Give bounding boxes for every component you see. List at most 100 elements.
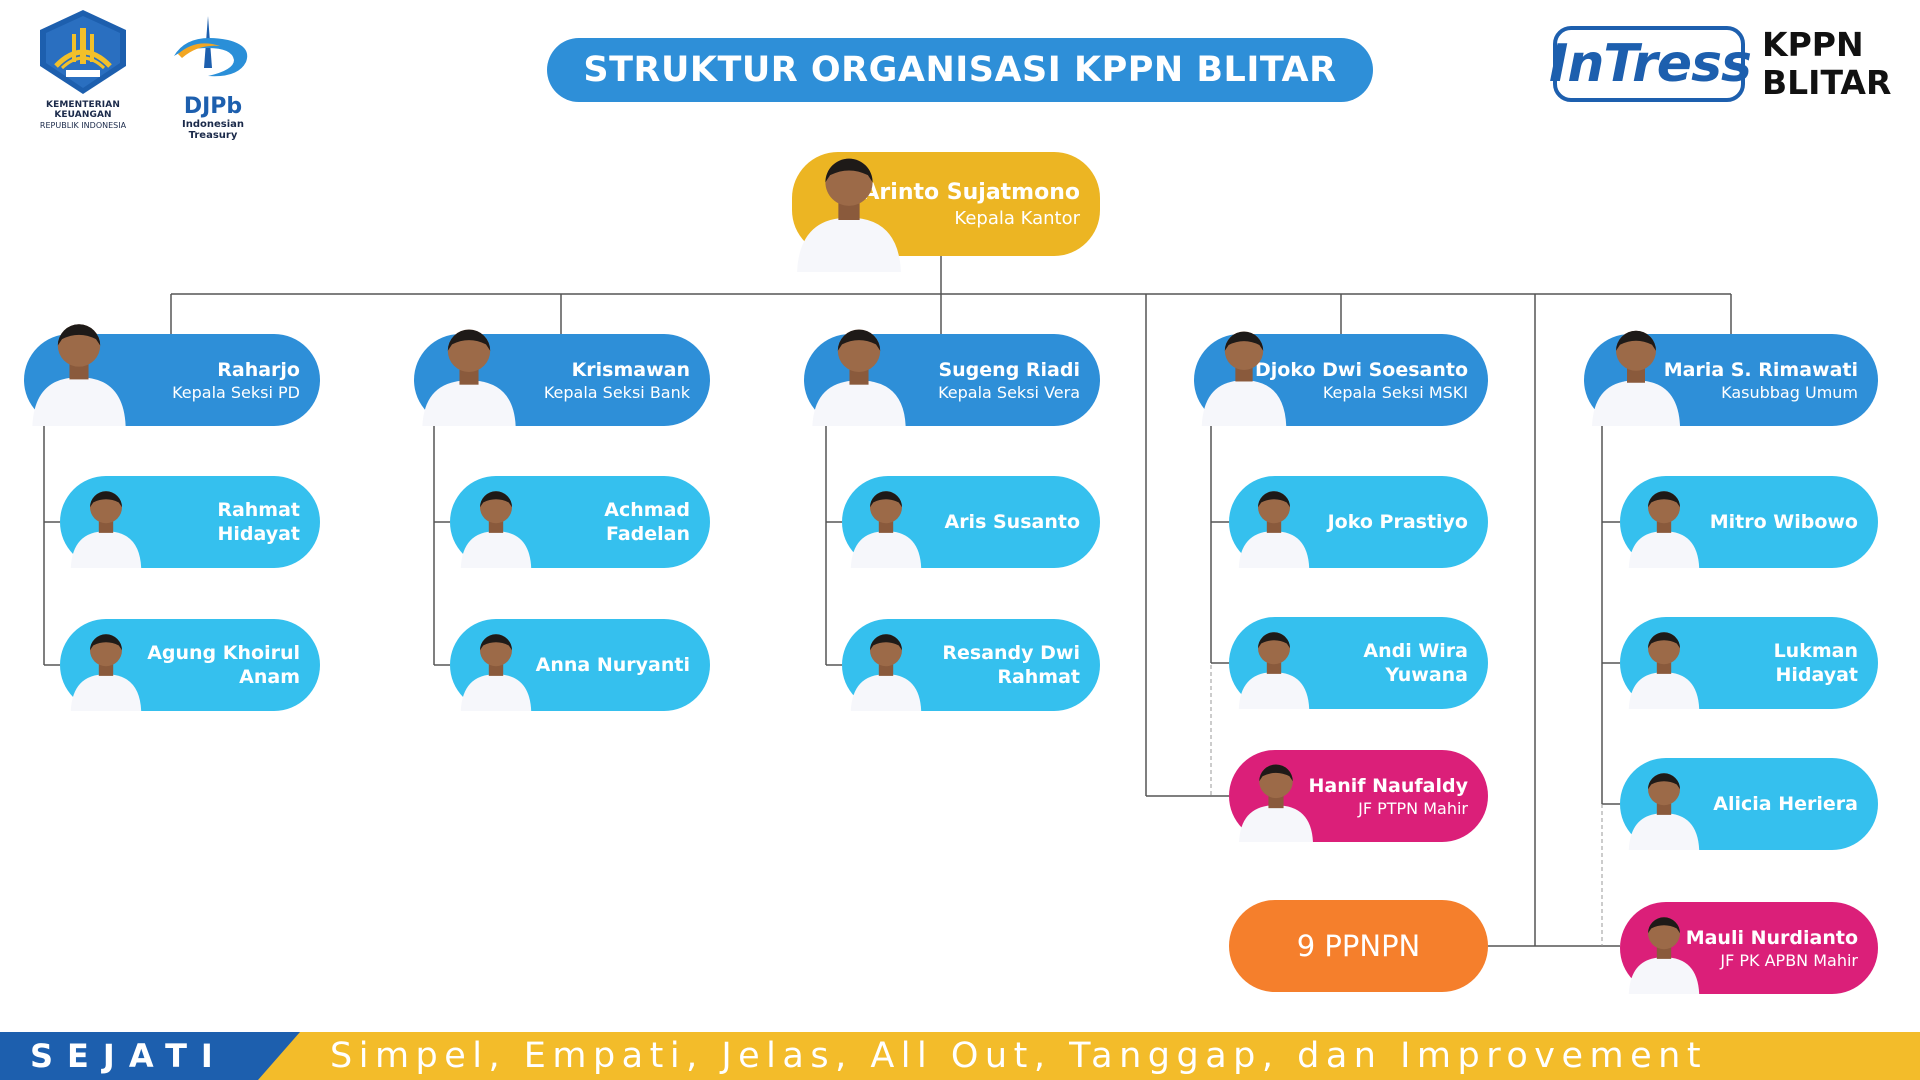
person-hair [837,329,881,351]
section-head-name: Raharjo [217,358,300,381]
djpb-subtitle: Indonesian Treasury [181,119,245,141]
staff-name: Lukman Hidayat [1773,640,1858,686]
person-avatar-icon [1624,902,1704,994]
person-avatar-icon [1624,758,1704,850]
person-avatar-icon [416,312,522,426]
person-shirt [850,531,922,568]
section-head-role: Kepala Seksi Bank [543,382,690,402]
kemenkeu-country: REPUBLIK INDONESIA [39,121,127,130]
chief-role: Kepala Kantor [954,207,1080,229]
jf-name: Hanif Naufaldy [1308,774,1468,797]
person-shirt [812,380,906,426]
person-silhouette [812,329,906,426]
person-silhouette [1239,764,1313,842]
person-hair [1648,632,1680,649]
person-silhouette [460,491,532,568]
staff-name: Anna Nuryanti [535,654,690,676]
person-hair [90,634,122,651]
person-silhouette [850,634,922,711]
staff-name: Andi Wira Yuwana [1363,640,1468,686]
staff-name: Mitro Wibowo [1709,511,1858,533]
jf-name: Mauli Nurdianto [1685,926,1858,949]
person-shirt [1628,672,1700,709]
person-hair [480,634,512,651]
person-silhouette [32,324,126,426]
djpb-swirl-icon [174,16,248,77]
intress-logo: InTress [1549,22,1752,106]
person-shirt [1238,531,1310,568]
kemenkeu-logo: KEMENTERIAN KEUANGAN REPUBLIK INDONESIA [18,8,148,136]
section-head-name: Sugeng Riadi [938,358,1080,381]
person-hair [1648,917,1680,934]
person-avatar-icon [26,304,132,426]
jf-role: JF PK APBN Mahir [1720,950,1858,970]
person-silhouette [422,329,516,426]
intress-logo-text: InTress [1549,34,1752,94]
person-shirt [32,377,126,426]
section-head-name: Maria S. Rimawati [1663,358,1858,381]
staff-name: Alicia Heriera [1713,793,1858,815]
person-silhouette [1238,632,1310,709]
person-shirt [460,674,532,711]
person-shirt [1201,380,1287,426]
person-hair [825,158,873,183]
person-shirt [1592,380,1680,426]
person-silhouette [797,158,901,272]
person-hair [1648,491,1680,508]
person-silhouette [1238,491,1310,568]
person-hair [870,491,902,508]
kemenkeu-emblem-icon [40,10,126,94]
person-silhouette [1628,491,1700,568]
kemenkeu-name: KEMENTERIAN KEUANGAN [46,100,120,120]
person-avatar-icon [846,476,926,568]
person-avatar-icon [1234,750,1318,842]
person-hair [1224,331,1264,351]
person-avatar-icon [66,619,146,711]
person-hair [1258,632,1290,649]
person-shirt [70,531,142,568]
person-hair [90,491,122,508]
person-avatar-icon [1234,476,1314,568]
staff-name: Rahmat Hidayat [217,499,300,545]
person-hair [1259,764,1293,782]
ppnpn-label: 9 PPNPN [1296,929,1421,963]
person-silhouette [1628,773,1700,850]
person-avatar-icon [806,312,912,426]
person-avatar-icon [456,476,536,568]
person-shirt [797,217,901,272]
person-hair [57,324,101,346]
person-shirt [422,380,516,426]
person-silhouette [1592,330,1680,426]
person-avatar-icon [456,619,536,711]
person-silhouette [850,491,922,568]
person-hair [447,329,491,351]
section-head-card-mski[interactable]: Djoko Dwi Soesanto Kepala Seksi MSKI [1194,334,1488,426]
section-head-role: Kepala Seksi MSKI [1322,382,1468,402]
person-shirt [1628,531,1700,568]
person-avatar-icon [66,476,146,568]
footer-blue-block [0,1032,300,1080]
person-silhouette [70,634,142,711]
ppnpn-card[interactable]: 9 PPNPN [1229,900,1488,992]
intress-logo-frame [1553,26,1745,102]
person-shirt [460,531,532,568]
staff-name: Agung Khoirul Anam [147,642,300,688]
person-shirt [1239,805,1313,842]
djpb-name: DJPb [183,94,243,119]
person-silhouette [1628,632,1700,709]
person-silhouette [1628,917,1700,994]
person-avatar-icon [790,136,908,272]
staff-name: Resandy Dwi Rahmat [942,642,1080,688]
section-head-role: Kepala Seksi PD [172,382,300,402]
person-shirt [70,674,142,711]
page-title: STRUKTUR ORGANISASI KPPN BLITAR [547,38,1373,102]
djpb-logo: DJPb Indonesian Treasury [158,12,268,141]
person-avatar-icon [1234,617,1314,709]
staff-name: Achmad Fadelan [604,499,690,545]
person-silhouette [1201,331,1287,426]
staff-name: Joko Prastiyo [1327,511,1468,533]
section-head-name: Krismawan [571,358,690,381]
person-shirt [1628,813,1700,850]
footer-sejati: SEJATI [30,1037,227,1075]
person-shirt [1238,672,1310,709]
